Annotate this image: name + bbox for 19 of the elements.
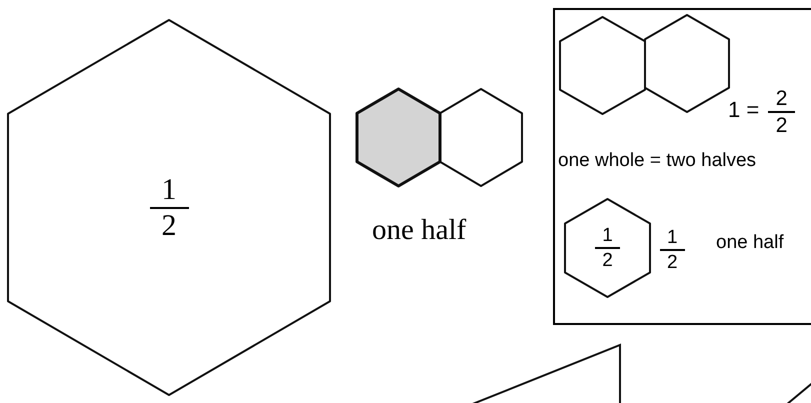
hexagon-shape (560, 17, 645, 114)
fraction-numerator: 1 (667, 228, 678, 247)
hexagon-shape (645, 15, 729, 112)
hexagon-shape (8, 20, 330, 395)
label-text: one half (716, 233, 784, 252)
fraction-numerator: 1 (602, 226, 613, 245)
label-text: 1 = (728, 99, 760, 121)
fraction-numerator: 2 (776, 88, 788, 109)
framed-panel (553, 8, 811, 325)
hexagon-shape (357, 89, 440, 186)
label-text: one half (372, 216, 466, 245)
fraction-denominator: 2 (602, 251, 613, 270)
fraction-denominator: 2 (776, 115, 788, 136)
fraction-numerator: 1 (162, 174, 176, 204)
hexagon-shape (565, 199, 650, 297)
fraction-denominator: 2 (667, 253, 678, 272)
fraction-denominator: 2 (162, 210, 176, 240)
hexagon-shape (440, 89, 522, 186)
label-text: one whole = two halves (558, 151, 756, 170)
